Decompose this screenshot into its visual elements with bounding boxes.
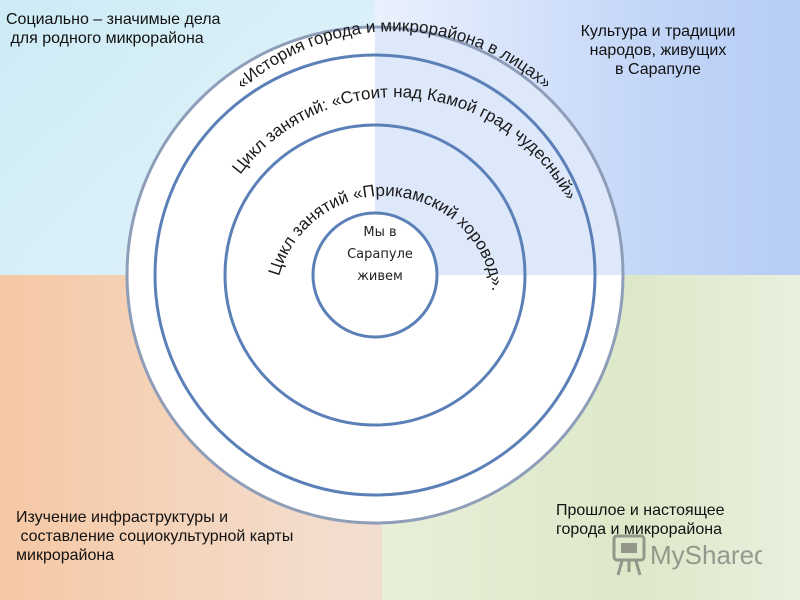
watermark-logo: MyShared: [612, 534, 762, 576]
outer-ring: [125, 25, 625, 525]
quadrant-bottom-right-label: Прошлое и настоящее города и микрорайона: [556, 502, 725, 538]
center-circle: [311, 211, 439, 339]
quadrant-bottom-left-label: Изучение инфраструктуры и составление со…: [16, 509, 294, 564]
quadrant-top-right-label: Культура и традиции народов, живущих в С…: [580, 23, 736, 78]
center-label: Мы в Сарапуле живем: [347, 225, 413, 284]
watermark-text: MyShared: [650, 540, 762, 570]
middle-ring: [153, 53, 597, 497]
outer-ring-tint: [375, 27, 623, 275]
quadrant-top-left-label: Социально – значимые дела для родного ми…: [6, 11, 221, 47]
presentation-board-icon: [612, 534, 646, 576]
inner-ring: [223, 123, 527, 427]
